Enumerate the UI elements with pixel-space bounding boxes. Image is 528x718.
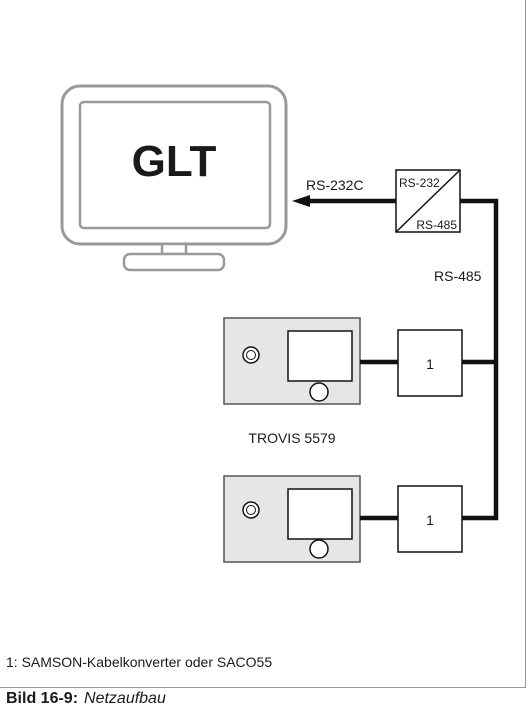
cable-converter-label: 1	[426, 512, 434, 528]
monitor-neck	[160, 242, 188, 256]
controller-upper	[223, 317, 361, 405]
cable-converter-upper: 1	[397, 329, 463, 397]
cable-converter-label: 1	[426, 356, 434, 372]
cable-converter-box	[397, 329, 463, 397]
rs485-bus: RS-485	[434, 198, 499, 521]
controller-lower	[223, 475, 361, 563]
controller-knob-icon	[242, 346, 260, 364]
rs485-label: RS-485	[434, 268, 482, 284]
controller-dial-icon	[309, 382, 329, 402]
cable-converter-box	[397, 485, 463, 553]
caption-number: Bild 16-9:	[6, 690, 79, 707]
monitor: GLT	[60, 84, 288, 272]
cable-converter-lower: 1	[397, 485, 463, 553]
controller-dial-icon	[309, 539, 329, 559]
converter-diagonal	[395, 169, 461, 233]
figure-frame	[0, 0, 526, 688]
rs232c-label: RS-232C	[306, 177, 364, 193]
figure-caption: Bild 16-9: Netzaufbau	[6, 690, 166, 708]
controller-knob-icon	[242, 501, 260, 519]
monitor-label: GLT	[132, 137, 217, 186]
legend: 1: SAMSON-Kabelkonverter oder SACO55	[6, 654, 273, 670]
controller-display	[287, 488, 353, 540]
signal-converter: RS-232 RS-485	[395, 169, 461, 233]
controller-display	[287, 330, 353, 382]
bus-line	[460, 198, 499, 521]
network-diagram: GLT RS-232 RS-485 RS-232C RS-485 1 TROVI…	[60, 84, 499, 563]
converter-bottom-label: RS-485	[416, 218, 457, 232]
rs232c-link: RS-232C	[292, 177, 396, 207]
converter-top-label: RS-232	[399, 176, 440, 190]
arrow-head-icon	[292, 195, 310, 207]
caption-title: Netzaufbau	[84, 690, 166, 707]
monitor-stand	[122, 252, 226, 272]
device-name: TROVIS 5579	[248, 430, 335, 446]
monitor-screen	[78, 100, 272, 230]
